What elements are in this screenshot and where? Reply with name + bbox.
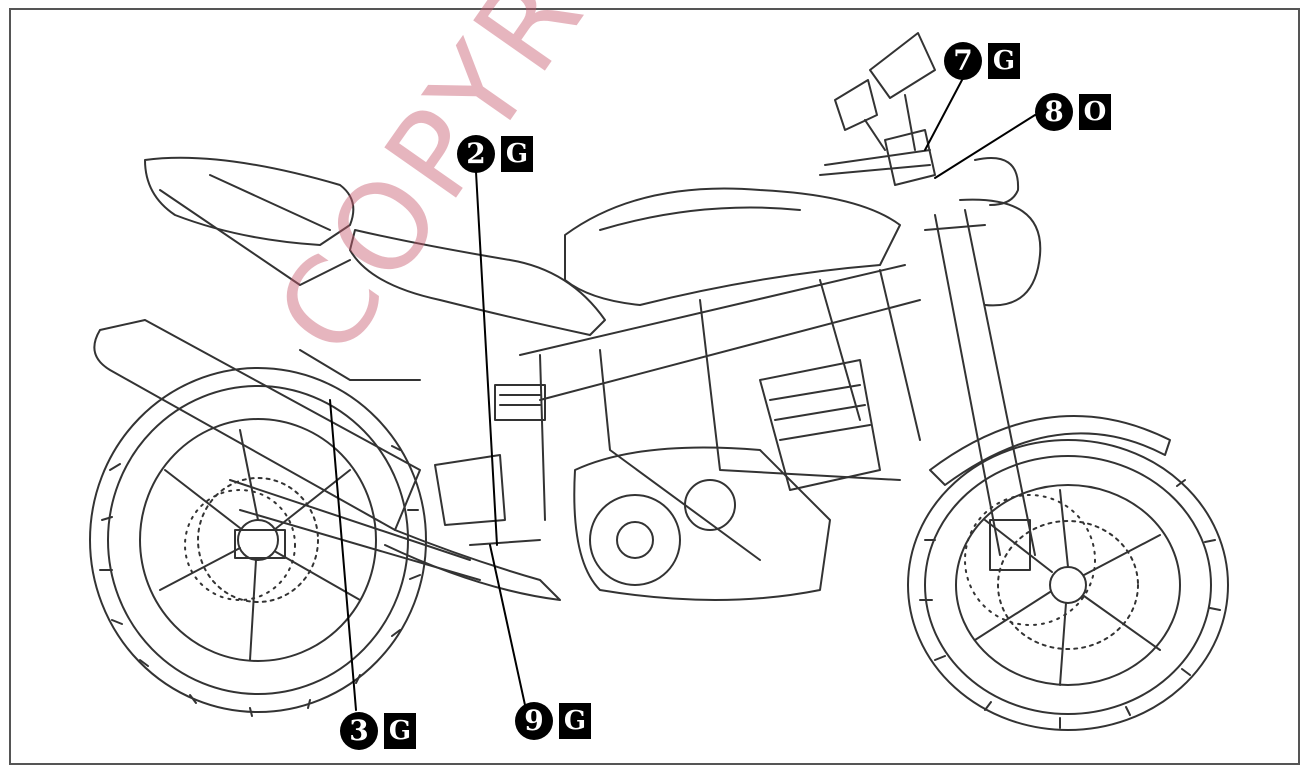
- front-fork: [924, 209, 1036, 556]
- callout-7: 7 G: [944, 42, 1020, 80]
- callout-code: G: [988, 43, 1020, 79]
- frame: [519, 264, 921, 561]
- callout-number: 2: [457, 135, 495, 173]
- seat: [349, 229, 606, 336]
- leader-line-3: [329, 399, 357, 711]
- callout-code: G: [384, 713, 416, 749]
- tail-section: [144, 156, 355, 246]
- callout-9: 9 G: [515, 702, 591, 740]
- left-mirror: [834, 79, 886, 151]
- rear-shock: [494, 384, 546, 421]
- leader-line-2: [475, 171, 498, 546]
- callout-2: 2 G: [457, 135, 533, 173]
- callout-number: 3: [340, 712, 378, 750]
- rear-footpeg: [299, 349, 541, 546]
- headlight: [959, 198, 1042, 307]
- rear-wheel: [89, 367, 427, 717]
- front-caliper: [989, 519, 1031, 571]
- callout-code: G: [501, 136, 533, 172]
- exhaust-muffler: [93, 319, 421, 531]
- leader-line-9: [489, 544, 526, 706]
- leader-line-7: [924, 79, 963, 151]
- front-brake-disc: [964, 494, 1096, 626]
- right-mirror: [869, 32, 936, 151]
- callout-number: 8: [1035, 93, 1073, 131]
- diagram-frame: [9, 8, 1300, 765]
- front-wheel: [907, 439, 1229, 731]
- rear-caliper: [234, 529, 286, 559]
- fuel-tank: [564, 187, 901, 306]
- callout-8: 8 O: [1035, 93, 1111, 131]
- callout-code: O: [1079, 94, 1111, 130]
- swingarm: [229, 479, 481, 581]
- callout-number: 7: [944, 42, 982, 80]
- callout-3: 3 G: [340, 712, 416, 750]
- leader-line-8: [934, 114, 1036, 179]
- callout-number: 9: [515, 702, 553, 740]
- callout-code: G: [559, 703, 591, 739]
- rear-brake-disc: [184, 489, 296, 601]
- engine: [573, 359, 881, 601]
- footrest-plate: [434, 454, 506, 526]
- front-fender: [929, 415, 1171, 486]
